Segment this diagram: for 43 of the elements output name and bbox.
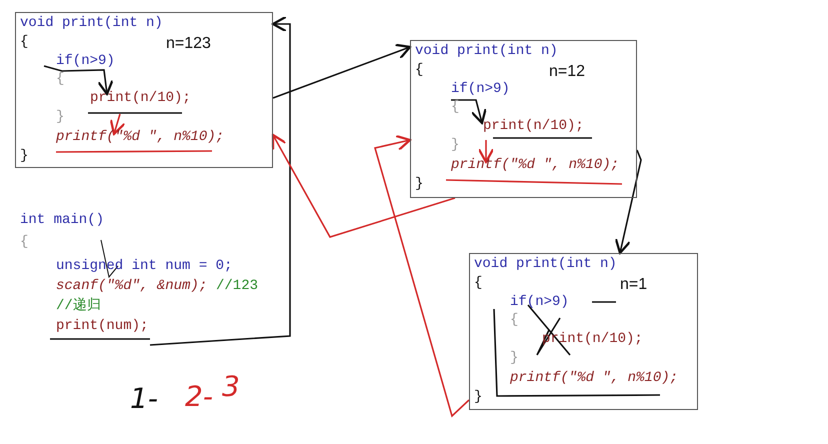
code-line: if(n>9) (451, 81, 510, 98)
code-line: } (510, 350, 518, 367)
code-line: { (451, 99, 460, 116)
code-line: int main() (20, 212, 104, 229)
code-line: } (20, 148, 28, 165)
code-line: } (56, 109, 64, 126)
code-line: void print(int n) (415, 43, 558, 60)
code-line: { (56, 71, 64, 88)
code-line: } (451, 137, 460, 154)
code-line: printf("%d ", n%10); (56, 129, 224, 146)
code-box (15, 12, 273, 168)
code-line: scanf("%d", &num); (56, 278, 208, 295)
handwritten-number: 3 (222, 370, 240, 403)
arrow (272, 44, 412, 99)
variable-note: n=123 (166, 35, 211, 52)
code-line: if(n>9) (56, 53, 115, 70)
code-comment: //123 (216, 278, 258, 295)
code-line: print(num); (56, 318, 148, 335)
code-line: { (415, 62, 424, 79)
code-line: print(n/10); (90, 90, 191, 107)
arrow (374, 134, 470, 418)
code-line: } (415, 176, 424, 193)
arrow (614, 150, 642, 254)
code-line: { (510, 312, 518, 329)
code-line: { (20, 34, 28, 51)
code-line: printf("%d ", n%10); (510, 370, 678, 387)
variable-note: n=1 (620, 276, 648, 293)
arrow (272, 134, 456, 238)
code-line: void print(int n) (20, 15, 163, 32)
code-line: { (474, 275, 482, 292)
arrow (150, 16, 291, 346)
code-line: } (474, 389, 482, 406)
handwritten-number: 2- (185, 380, 213, 413)
code-line: void print(int n) (474, 256, 617, 273)
handwritten-number: 1- (130, 382, 158, 415)
code-line: print(n/10); (483, 118, 584, 135)
code-box (469, 253, 698, 410)
code-line: printf("%d ", n%10); (451, 157, 620, 174)
code-box (410, 40, 637, 198)
variable-note: n=12 (549, 63, 586, 80)
code-comment: //递归 (56, 298, 101, 315)
code-line: { (20, 234, 28, 251)
code-line: if(n>9) (510, 294, 569, 311)
